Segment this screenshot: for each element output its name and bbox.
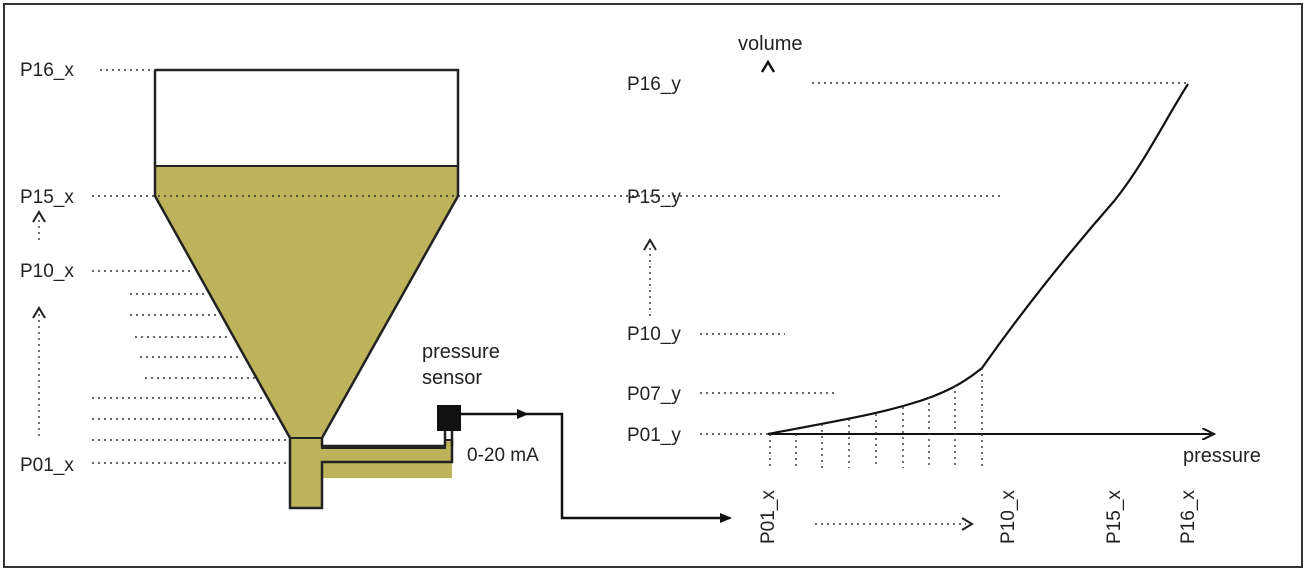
tank-label-p01: P01_x	[20, 455, 74, 476]
sensor-label-line1: pressure	[422, 341, 500, 363]
sensor-label-line2: sensor	[422, 367, 482, 389]
graph-tick-p16-x: P16_x	[1178, 490, 1199, 544]
pressure-sensor	[437, 405, 461, 431]
tank-label-p10: P10_x	[20, 261, 74, 282]
volume-pressure-graph	[643, 59, 1214, 531]
graph-tick-p10-x: P10_x	[998, 490, 1019, 544]
x-axis-label: pressure	[1183, 445, 1261, 467]
tank-outline	[155, 68, 460, 448]
graph-tick-p15-y: P15_y	[627, 187, 681, 208]
tank-outline-left	[153, 70, 454, 510]
signal-wire	[527, 412, 732, 523]
graph-tick-p07-y: P07_y	[627, 384, 681, 405]
volume-curve	[767, 83, 1189, 436]
graph-tick-p10-y: P10_y	[627, 324, 681, 345]
tank-level-guides	[32, 69, 1000, 464]
graph-tick-p16-y: P16_y	[627, 74, 681, 95]
graph-tick-p01-y: P01_y	[627, 425, 681, 446]
graph-tick-p15-x: P15_x	[1104, 490, 1125, 544]
graph-tick-p01-x: P01_x	[758, 490, 779, 544]
tank-label-p16: P16_x	[20, 60, 74, 81]
tank-label-p15: P15_x	[20, 187, 74, 208]
y-axis-arrow-icon	[760, 59, 776, 73]
y-axis-label: volume	[738, 33, 802, 55]
tank	[153, 68, 732, 523]
frame	[3, 3, 1303, 568]
signal-label: 0-20 mA	[467, 445, 539, 466]
tank-cone-liquid	[155, 166, 458, 438]
